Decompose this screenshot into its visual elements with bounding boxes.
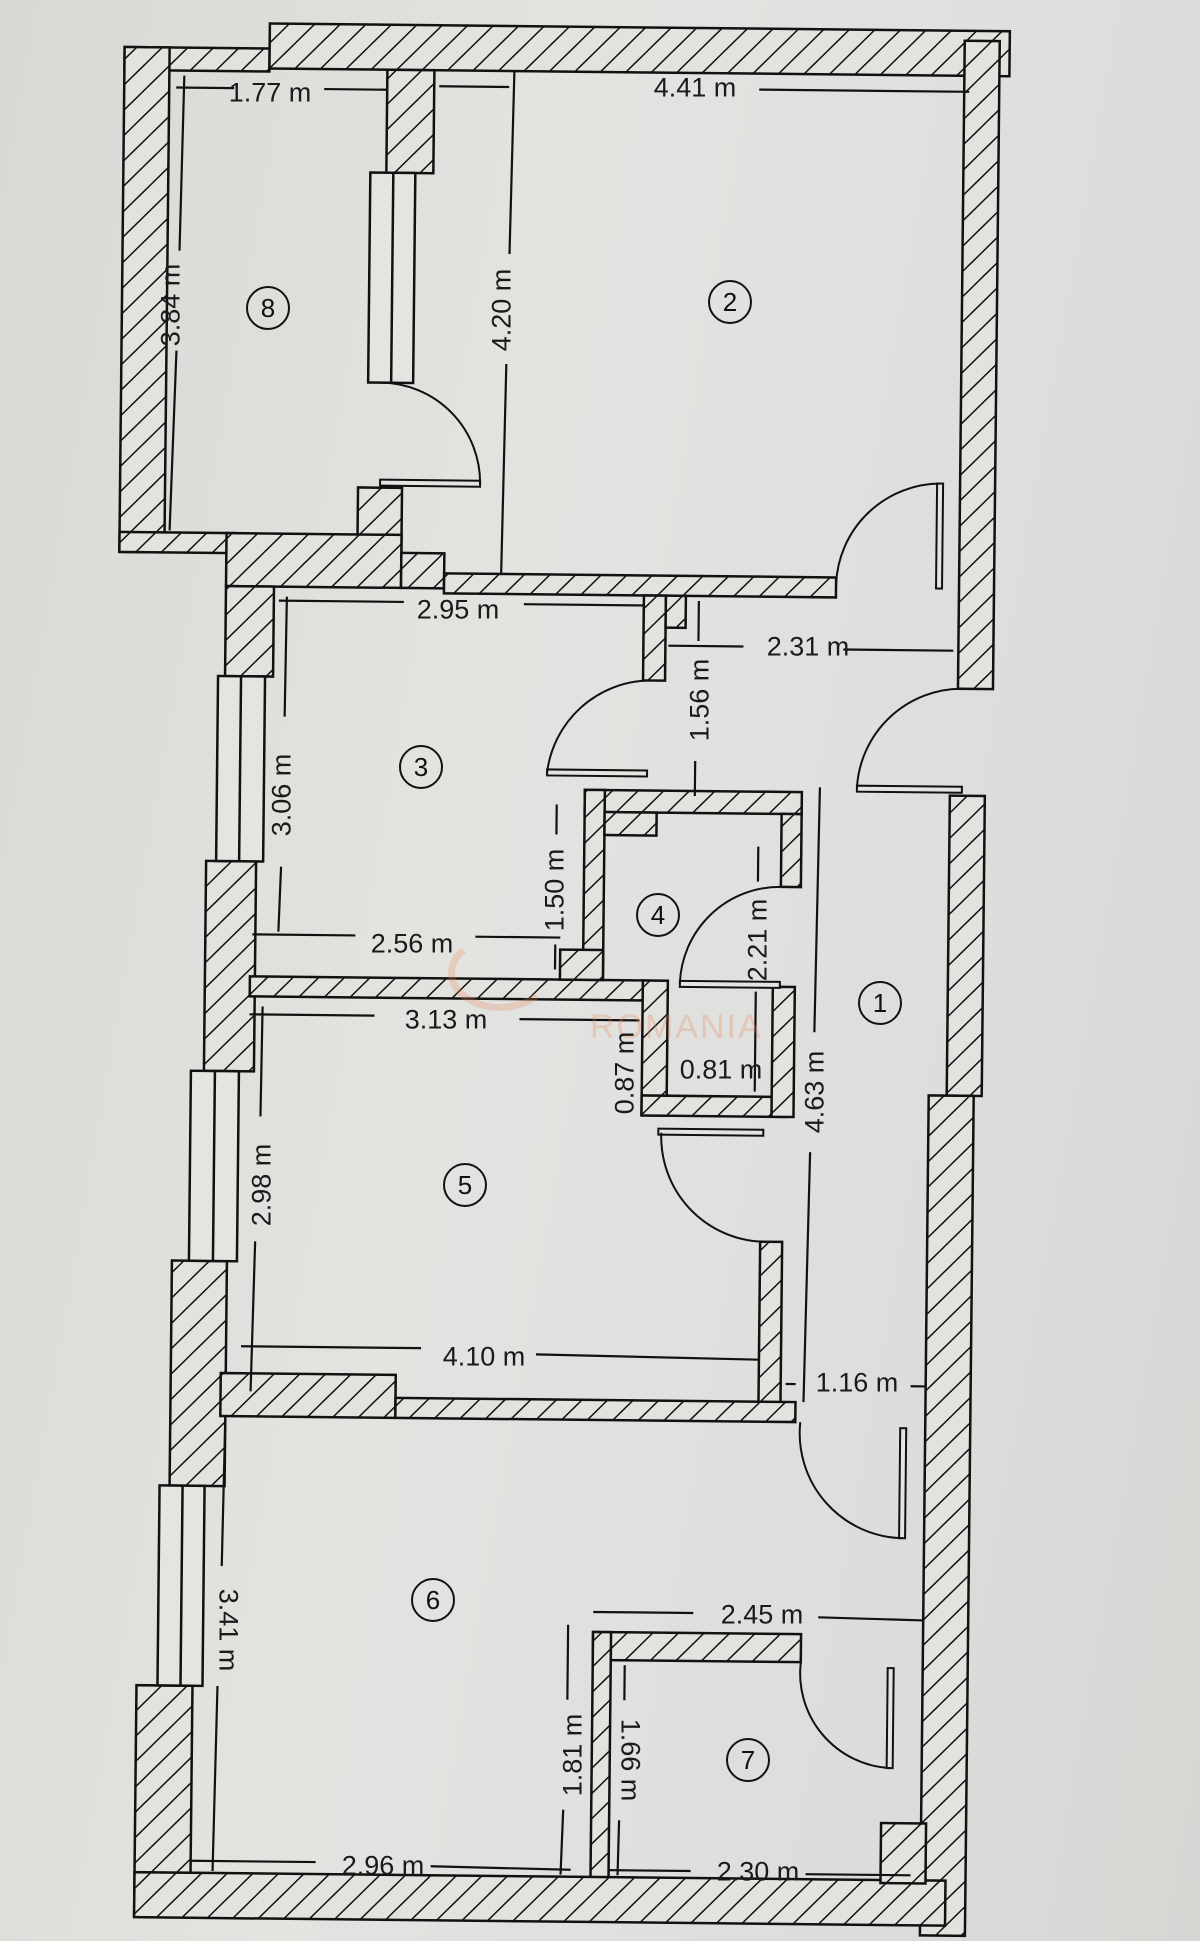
room-number-5: 5 bbox=[443, 1163, 487, 1207]
dimension-label: 4.10 m bbox=[442, 1341, 526, 1372]
dimension-label: 0.87 m bbox=[609, 1031, 640, 1115]
dimension-label: 2.96 m bbox=[341, 1850, 425, 1881]
dimension-label: 2.98 m bbox=[246, 1143, 277, 1227]
dimension-label: 2.95 m bbox=[416, 594, 500, 625]
room-number-7: 7 bbox=[726, 1738, 770, 1782]
watermark-text: ROMANIA bbox=[590, 1008, 763, 1046]
room-number-2: 2 bbox=[708, 280, 752, 324]
dimension-label: 2.45 m bbox=[720, 1599, 804, 1630]
dimension-label: 3.84 m bbox=[155, 263, 186, 347]
room-number-4: 4 bbox=[636, 893, 680, 937]
dimension-label: 2.56 m bbox=[370, 928, 454, 959]
watermark-logo-icon bbox=[448, 935, 552, 1011]
walls bbox=[118, 22, 1012, 1938]
dimension-label: 2.30 m bbox=[716, 1856, 800, 1887]
dimension-label: 1.77 m bbox=[228, 77, 312, 108]
room-number-8: 8 bbox=[246, 286, 290, 330]
dimension-label: 2.21 m bbox=[742, 898, 773, 982]
doors bbox=[379, 381, 963, 1770]
dimension-label: 3.06 m bbox=[266, 753, 297, 837]
dimension-label: 1.66 m bbox=[615, 1718, 646, 1802]
room-number-1: 1 bbox=[858, 981, 902, 1025]
windows bbox=[156, 171, 417, 1688]
dimension-label: 1.81 m bbox=[557, 1713, 588, 1797]
room-number-6: 6 bbox=[411, 1578, 455, 1622]
dimension-label: 1.56 m bbox=[684, 658, 715, 742]
dimension-label: 2.31 m bbox=[766, 631, 850, 662]
dimension-lines bbox=[168, 71, 970, 1877]
dimension-label: 4.20 m bbox=[486, 268, 517, 352]
dimension-label: 3.13 m bbox=[404, 1004, 488, 1035]
dimension-label: 4.41 m bbox=[653, 72, 737, 103]
dimension-label: 3.41 m bbox=[213, 1588, 244, 1672]
dimension-label: 4.63 m bbox=[799, 1050, 830, 1134]
dimension-label: 1.16 m bbox=[815, 1367, 899, 1398]
room-number-3: 3 bbox=[399, 745, 443, 789]
dimension-label: 1.50 m bbox=[539, 848, 570, 932]
dimension-label: 0.81 m bbox=[679, 1054, 763, 1085]
